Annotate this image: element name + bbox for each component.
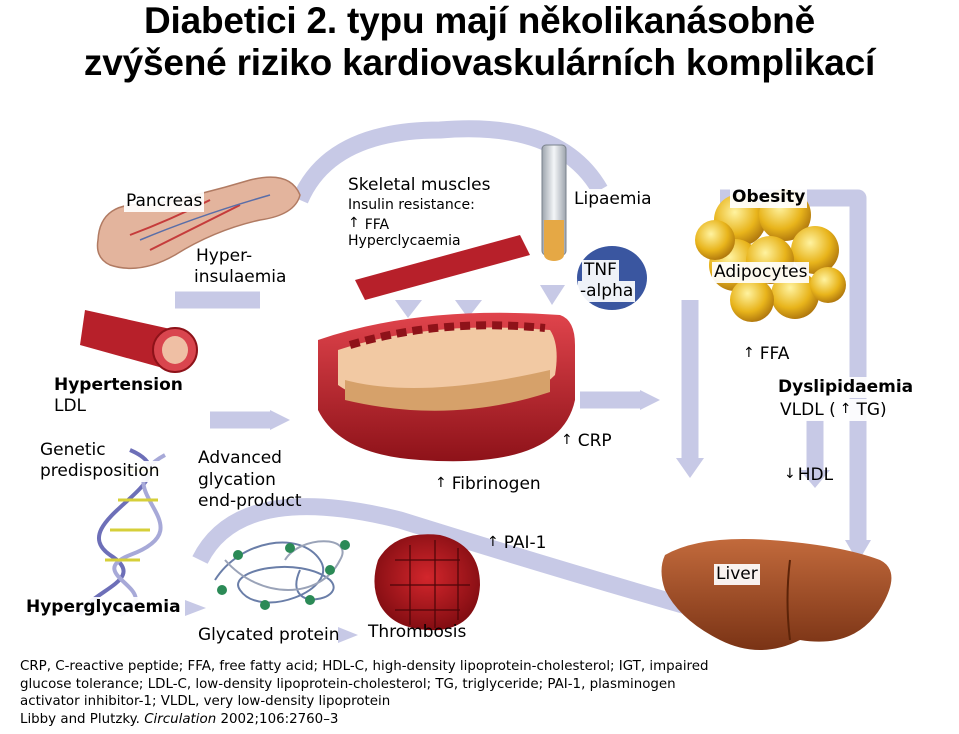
thrombosis-illustration xyxy=(374,534,480,631)
label-pai1: PAI-1 xyxy=(485,532,549,554)
footnote-line-2: glucose tolerance; LDL-C, low-density li… xyxy=(20,676,676,692)
label-obesity: Obesity xyxy=(730,187,808,208)
label-glycated-protein: Glycated protein xyxy=(198,625,340,645)
label-genetic: Genetic xyxy=(38,440,108,461)
citation-ref: 2002;106:2760–3 xyxy=(216,711,339,727)
label-predisposition: predisposition xyxy=(38,461,162,482)
label-end-product: end-product xyxy=(198,491,302,511)
footnote: CRP, C-reactive peptide; FFA, free fatty… xyxy=(20,658,940,728)
citation: Libby and Plutzky. Circulation 2002;106:… xyxy=(20,711,940,729)
label-hyper: Hyper- xyxy=(196,246,253,266)
label-thrombosis: Thrombosis xyxy=(368,622,467,642)
label-fibrinogen: Fibrinogen xyxy=(433,473,543,495)
label-crp: CRP xyxy=(559,430,614,452)
liver-illustration xyxy=(661,539,892,650)
label-glycation: glycation xyxy=(198,470,276,490)
label-pancreas: Pancreas xyxy=(124,191,205,212)
citation-authors: Libby and Plutzky. xyxy=(20,711,145,727)
footnote-line-3: activator inhibitor-1; VLDL, very low-de… xyxy=(20,694,391,709)
artery-small-illustration xyxy=(80,310,198,373)
test-tube-illustration xyxy=(541,144,567,261)
title-line-1: Diabetici 2. typu mají několikanásobně xyxy=(144,0,815,41)
label-liver: Liver xyxy=(714,564,760,585)
label-insulin-resistance: Insulin resistance: xyxy=(348,197,475,213)
label-hyperclycaemia: Hyperclycaemia xyxy=(348,233,461,249)
label-lipaemia: Lipaemia xyxy=(572,189,654,210)
label-insulaemia: insulaemia xyxy=(194,267,287,287)
label-tnf: TNF xyxy=(582,260,619,281)
label-advanced: Advanced xyxy=(198,448,282,468)
label-ffa: FFA xyxy=(741,343,791,365)
label-skeletal-muscles: Skeletal muscles xyxy=(348,175,491,195)
label-hyperglycaemia: Hyperglycaemia xyxy=(24,597,183,618)
footnote-line-1: CRP, C-reactive peptide; FFA, free fatty… xyxy=(20,659,709,674)
arrow-pai-curve xyxy=(192,498,703,619)
label-ldl: LDL xyxy=(52,396,89,417)
label-vldl-tg: VLDL (TG) xyxy=(778,399,889,421)
skeletal-muscle-illustration xyxy=(355,235,530,300)
label-hdl: HDL xyxy=(782,464,835,486)
title-line-2: zvýšené riziko kardiovaskulárních kompli… xyxy=(83,42,876,83)
adipocytes-illustration xyxy=(695,189,846,322)
arrow-lower-curve xyxy=(292,120,608,204)
label-vldl: VLDL ( xyxy=(780,400,836,420)
label-adipocytes: Adipocytes xyxy=(712,262,810,283)
blood-vessel-illustration xyxy=(318,312,575,462)
slide-title: Diabetici 2. typu mají několikanásobně z… xyxy=(0,0,959,84)
label-ffa-small: FFA xyxy=(346,214,391,234)
glycated-protein-illustration xyxy=(214,540,350,610)
citation-journal: Circulation xyxy=(144,711,217,727)
label-alpha: -alpha xyxy=(578,281,636,302)
label-dyslipidaemia: Dyslipidaemia xyxy=(776,377,916,398)
label-tg: TG) xyxy=(840,400,887,420)
label-hypertension: Hypertension xyxy=(52,375,185,396)
